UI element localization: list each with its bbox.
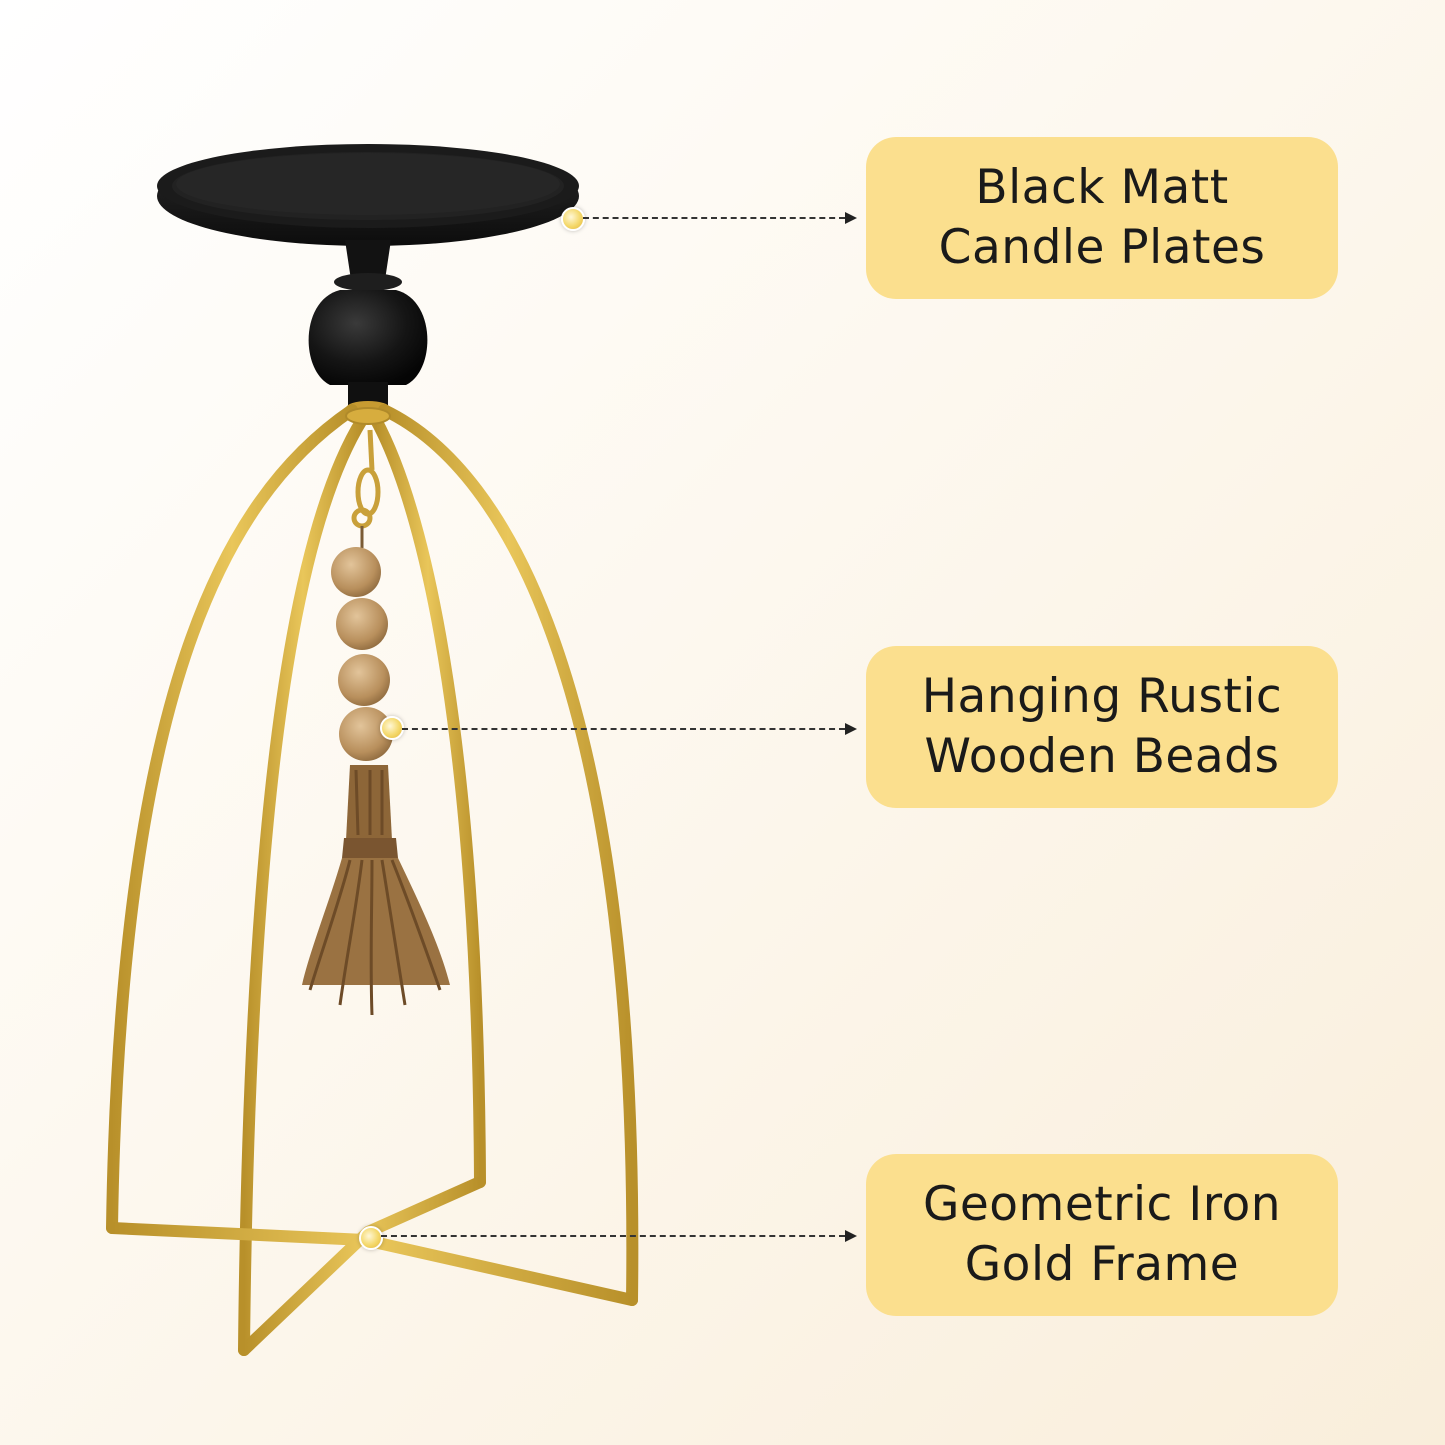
plates-arrow: [845, 212, 857, 224]
plates-connector: [583, 217, 845, 219]
jute-tassel: [302, 765, 450, 1016]
beads-marker-dot: [380, 716, 404, 740]
callout-gold-frame-text: Geometric Iron Gold Frame: [922, 1177, 1282, 1292]
beads-connector: [402, 728, 845, 730]
plates-marker-dot: [561, 207, 585, 231]
clasp: [351, 429, 381, 548]
frame-arrow: [845, 1230, 857, 1242]
frame-marker-dot: [359, 1226, 383, 1250]
callout-candle-plates-text: Black Matt Candle Plates: [938, 160, 1266, 275]
callout-wooden-beads-text: Hanging Rustic Wooden Beads: [921, 669, 1283, 784]
candle-stem: [308, 240, 428, 415]
candle-plate: [157, 144, 579, 246]
beads-arrow: [845, 723, 857, 735]
frame-connector: [381, 1235, 845, 1237]
callout-candle-plates: Black Matt Candle Plates: [866, 137, 1338, 299]
wooden-beads: [331, 547, 393, 761]
callout-wooden-beads: Hanging Rustic Wooden Beads: [866, 646, 1338, 808]
callout-gold-frame: Geometric Iron Gold Frame: [866, 1154, 1338, 1316]
